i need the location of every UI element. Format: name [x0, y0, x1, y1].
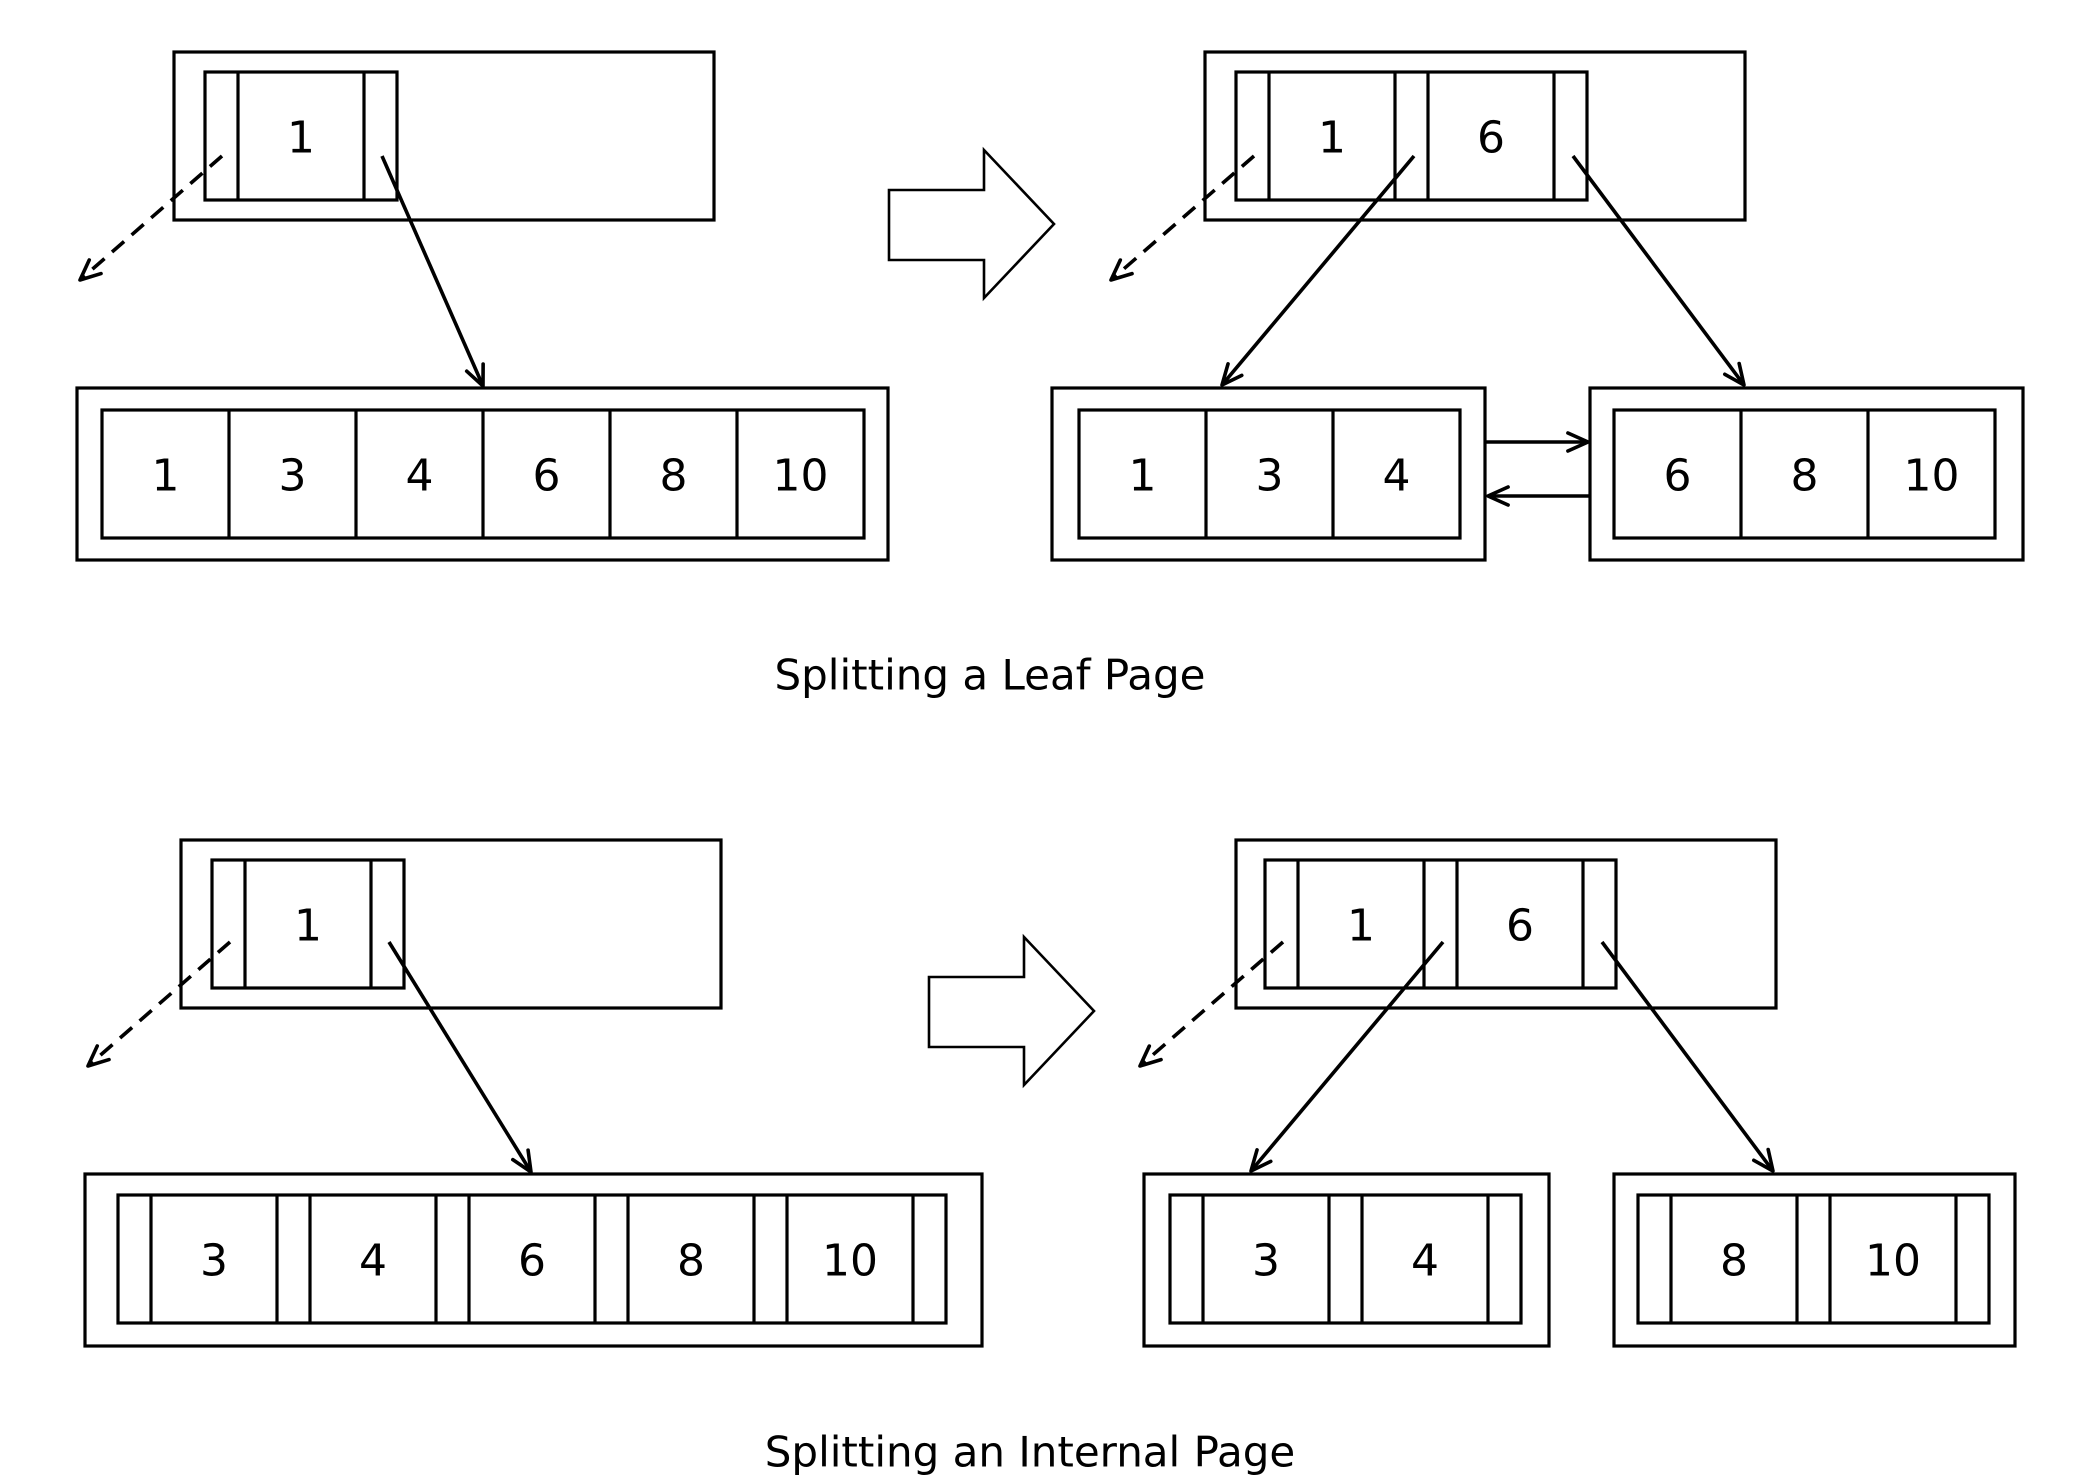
leaf-before-leaf-page	[75, 386, 890, 562]
internal-transition-arrow	[927, 933, 1096, 1089]
leaf-after-right-leaf-key-row	[1612, 408, 1997, 540]
leaf-after-left-leaf-key: 4	[1383, 451, 1411, 502]
leaf-before-leaf-key: 6	[533, 451, 561, 502]
internal-after-right-child-pointer	[1600, 940, 1775, 1173]
leaf-after-parent-key: 1	[1318, 113, 1346, 164]
internal-after-right-child-pointer-shaft	[1600, 940, 1775, 1173]
leaf-after-right-child-pointer-shaft	[1571, 154, 1746, 387]
leaf-after-left-pointer	[1109, 154, 1256, 282]
internal-after-right-child: 8 10	[1612, 1172, 2017, 1348]
leaf-after-left-leaf-key-row	[1077, 408, 1462, 540]
internal-before-child-key: 10	[822, 1236, 878, 1287]
leaf-before-child-pointer	[380, 155, 485, 388]
leaf-after-left-leaf-page	[1050, 386, 1487, 562]
leaf-after-right-leaf: 6 8 10	[1588, 386, 2025, 562]
leaf-before-left-pointer-shaft	[78, 154, 224, 282]
leaf-before-left-pointer	[78, 154, 224, 282]
leaf-before-parent: 1	[172, 50, 716, 222]
leaf-after-right-leaf-key: 8	[1791, 451, 1819, 502]
internal-after-left-child-pointer-shaft	[1249, 940, 1445, 1173]
internal-before-child-pointer-head	[511, 1148, 533, 1174]
leaf-after-left-pointer-shaft	[1109, 154, 1256, 282]
leaf-after-left-leaf-key: 1	[1129, 451, 1157, 502]
internal-after-left-pointer-head	[1138, 1044, 1163, 1068]
internal-after-parent-page	[1234, 838, 1778, 1010]
leaf-before-leaf-key: 1	[152, 451, 180, 502]
internal-after-parent-entry-strip	[1263, 858, 1618, 990]
leaf-split-caption: Splitting a Leaf Page	[774, 651, 1205, 700]
internal-after-parent-key: 6	[1506, 901, 1534, 952]
internal-after-parent-key: 1	[1347, 901, 1375, 952]
leaf-sibling-prev-link-head	[1486, 485, 1510, 507]
leaf-after-right-leaf-key: 6	[1664, 451, 1692, 502]
internal-after-right-child-key: 8	[1720, 1236, 1748, 1287]
leaf-before-leaf-key: 4	[406, 451, 434, 502]
leaf-after-left-leaf: 1 3 4	[1050, 386, 1487, 562]
internal-before-child-key: 6	[518, 1236, 546, 1287]
internal-before-child-key: 4	[359, 1236, 387, 1287]
leaf-before-leaf: 1 3 4 6 8 10	[75, 386, 890, 562]
internal-after-right-child-key: 10	[1865, 1236, 1921, 1287]
internal-after-left-child-entry-strip	[1168, 1193, 1523, 1325]
internal-before-parent: 1	[179, 838, 723, 1010]
internal-before-child-pointer-shaft	[387, 941, 533, 1173]
internal-after-right-child-page	[1612, 1172, 2017, 1348]
leaf-after-right-child-pointer-head	[1722, 361, 1746, 387]
internal-after-left-child-pointer-head	[1249, 1148, 1273, 1173]
leaf-before-child-pointer-shaft	[380, 155, 485, 387]
leaf-transition-arrow-shape	[887, 146, 1056, 302]
leaf-after-parent-entry-strip	[1234, 70, 1589, 202]
internal-after-left-child-pointer	[1249, 940, 1445, 1173]
internal-after-left-child-page	[1142, 1172, 1551, 1348]
internal-transition-arrow-shape	[927, 933, 1096, 1089]
leaf-after-right-child-pointer	[1571, 154, 1746, 387]
internal-after-right-child-entry-strip	[1636, 1193, 1991, 1325]
leaf-transition-arrow	[887, 146, 1056, 302]
leaf-after-left-leaf-key: 3	[1256, 451, 1284, 502]
leaf-sibling-prev-link	[1486, 485, 1590, 507]
internal-before-left-pointer-head	[86, 1044, 111, 1068]
leaf-before-parent-entry-strip	[203, 70, 399, 202]
internal-after-right-child-pointer-head	[1751, 1147, 1775, 1173]
internal-after-left-child-key: 4	[1411, 1236, 1439, 1287]
internal-after-left-child-key: 3	[1252, 1236, 1280, 1287]
internal-before-parent-entry-strip	[210, 858, 406, 990]
leaf-after-parent-key: 6	[1477, 113, 1505, 164]
leaf-after-right-leaf-key: 10	[1904, 451, 1960, 502]
leaf-after-left-child-pointer-shaft	[1220, 154, 1416, 387]
internal-after-left-pointer	[1138, 940, 1285, 1068]
internal-before-child-key: 8	[677, 1236, 705, 1287]
internal-before-parent-key: 1	[294, 901, 322, 952]
leaf-before-left-pointer-head	[78, 258, 103, 282]
leaf-before-child-pointer-head	[464, 362, 485, 388]
leaf-before-leaf-key: 8	[660, 451, 688, 502]
leaf-before-parent-page	[172, 50, 716, 222]
leaf-after-left-child-pointer	[1220, 154, 1416, 387]
leaf-after-left-child-pointer-head	[1220, 362, 1244, 387]
leaf-after-right-leaf-page	[1588, 386, 2025, 562]
internal-before-left-pointer	[86, 940, 232, 1068]
internal-before-child: 3 4 6 8 10	[83, 1172, 984, 1348]
internal-before-child-page	[83, 1172, 984, 1348]
internal-before-parent-page	[179, 838, 723, 1010]
internal-before-left-pointer-shaft	[86, 940, 232, 1068]
leaf-sibling-next-link-head	[1566, 431, 1590, 453]
leaf-before-leaf-key: 3	[279, 451, 307, 502]
internal-before-child-pointer	[387, 941, 533, 1174]
internal-before-child-key: 3	[200, 1236, 228, 1287]
leaf-sibling-next-link	[1486, 431, 1590, 453]
leaf-before-leaf-key: 10	[773, 451, 829, 502]
leaf-before-parent-key: 1	[287, 113, 315, 164]
leaf-after-left-pointer-head	[1109, 258, 1134, 282]
leaf-after-parent-page	[1203, 50, 1747, 222]
internal-split-caption: Splitting an Internal Page	[765, 1428, 1296, 1477]
internal-before-child-entry-strip	[116, 1193, 948, 1325]
internal-after-left-pointer-shaft	[1138, 940, 1285, 1068]
